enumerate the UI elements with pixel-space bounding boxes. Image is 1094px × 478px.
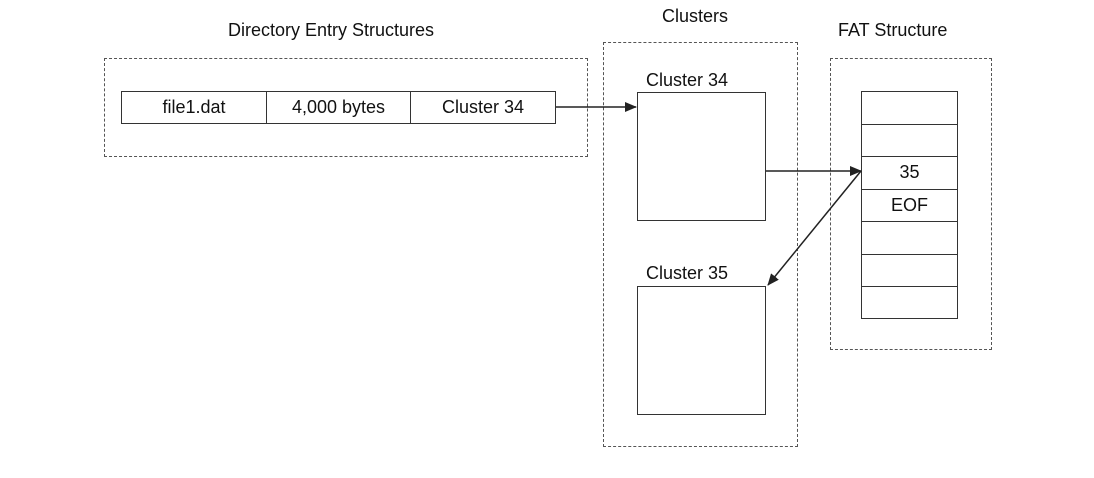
fat-row (862, 255, 957, 288)
fat-row (862, 92, 957, 125)
clusters-title: Clusters (662, 6, 729, 26)
entry-filename: file1.dat (162, 97, 226, 117)
fat-row (862, 222, 957, 255)
fat-row: EOF (862, 190, 957, 223)
cluster-34-label: Cluster 34 (646, 70, 729, 90)
directory-entry: file1.dat 4,000 bytes Cluster 34 (121, 91, 556, 124)
fat-group (830, 58, 992, 350)
cluster-34-box (637, 92, 766, 221)
entry-size: 4,000 bytes (266, 92, 410, 123)
fat-row (862, 125, 957, 158)
clusters-group (603, 42, 798, 447)
fat-title: FAT Structure (838, 20, 948, 40)
arrow-fat-to-cluster-35 (767, 170, 862, 286)
cluster-35-box (637, 286, 766, 415)
entry-start-cluster: Cluster 34 (410, 92, 555, 123)
cluster-35-label: Cluster 35 (646, 263, 729, 283)
directory-title: Directory Entry Structures (228, 20, 435, 40)
fat-row: 35 (862, 157, 957, 190)
